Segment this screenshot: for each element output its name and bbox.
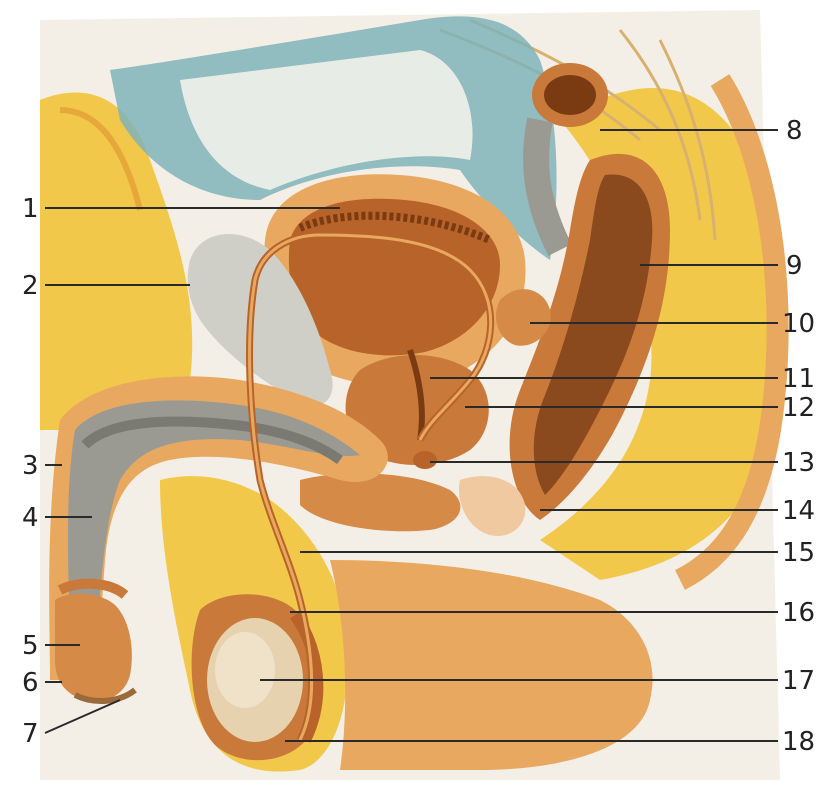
label-11: 11: [782, 364, 815, 394]
label-9: 9: [786, 251, 803, 281]
label-15: 15: [782, 538, 815, 568]
label-14: 14: [782, 496, 815, 526]
label-7: 7: [22, 719, 39, 749]
label-5: 5: [22, 631, 39, 661]
label-12: 12: [782, 393, 815, 423]
label-18: 18: [782, 727, 815, 757]
label-6: 6: [22, 668, 39, 698]
label-10: 10: [782, 309, 815, 339]
label-1: 1: [22, 194, 39, 224]
label-3: 3: [22, 451, 39, 481]
label-8: 8: [786, 116, 803, 146]
label-13: 13: [782, 448, 815, 478]
label-4: 4: [22, 503, 39, 533]
label-17: 17: [782, 666, 815, 696]
bulbourethral-gland: [413, 451, 437, 469]
label-2: 2: [22, 271, 39, 301]
label-16: 16: [782, 598, 815, 628]
sigmoid-colon-lumen: [544, 75, 596, 115]
testis-highlight: [215, 632, 275, 708]
